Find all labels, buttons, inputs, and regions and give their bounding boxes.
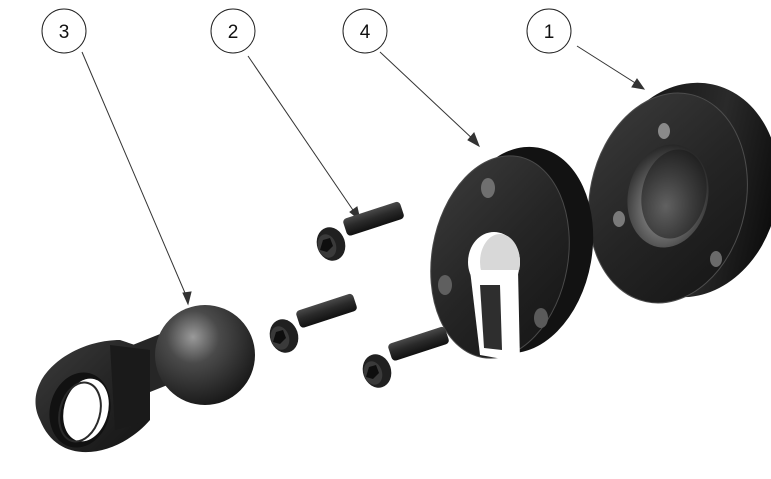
part-3-ball-eyelet xyxy=(35,305,255,453)
part-1-flange-ring xyxy=(588,82,771,304)
leader-line-1 xyxy=(576,45,641,87)
part-4-clamp-collar xyxy=(430,146,594,362)
balloon-1: 1 xyxy=(526,8,572,54)
leader-arrow-1 xyxy=(631,78,646,90)
balloon-4: 4 xyxy=(342,8,388,54)
balloon-4-label: 4 xyxy=(360,22,371,43)
balloon-3-label: 3 xyxy=(59,22,70,43)
balloon-2: 2 xyxy=(210,8,256,54)
balloon-3: 3 xyxy=(41,8,87,54)
part-2-screw-middle xyxy=(269,293,357,353)
balloon-1-label: 1 xyxy=(544,22,555,43)
leader-arrow-4 xyxy=(467,132,480,148)
balloon-2-label: 2 xyxy=(228,22,239,43)
part-2-screw-bottom xyxy=(362,326,449,388)
leader-arrow-3 xyxy=(182,291,192,306)
leader-line-4 xyxy=(379,51,477,143)
part-2-screw-top xyxy=(316,201,404,261)
leader-line-2 xyxy=(247,55,358,217)
leader-line-3 xyxy=(81,51,189,301)
